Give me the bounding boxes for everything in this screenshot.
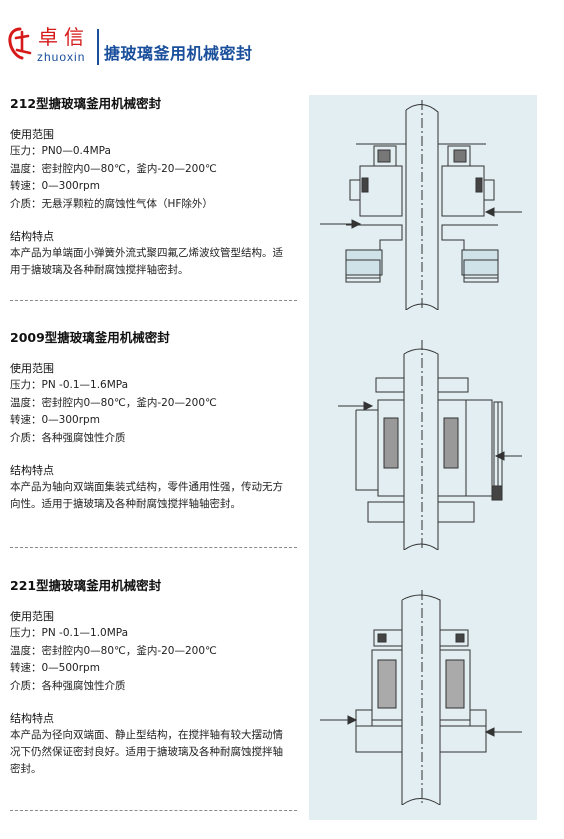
seal-diagram-212	[316, 100, 531, 310]
product-title: 212型搪玻璃釜用机械密封	[10, 96, 162, 111]
product-section-212: 212型搪玻璃釜用机械密封 使用范围 压力：PN0—0.4MPa 温度：密封腔内…	[10, 96, 310, 279]
usage-medium: 介质：无悬浮颗粒的腐蚀性气体（HF除外）	[10, 197, 213, 210]
feature-heading: 结构特点	[10, 464, 54, 477]
feature-text: 本产品为径向双端面、静止型结构，在搅拌轴有较大摆动情况下仍然保证密封良好。适用于…	[10, 729, 283, 775]
usage-speed: 转速：0—300rpm	[10, 414, 100, 426]
section-divider	[10, 810, 297, 811]
usage-temperature: 温度：密封腔内0—80℃，釜内-20—200℃	[10, 162, 217, 175]
feature-heading: 结构特点	[10, 230, 54, 243]
page-title: 搪玻璃釜用机械密封	[104, 44, 253, 63]
section-divider	[10, 300, 297, 301]
seal-diagram-221	[316, 590, 531, 805]
usage-temperature: 温度：密封腔内0—80℃，釜内-20—200℃	[10, 644, 217, 657]
usage-heading: 使用范围	[10, 610, 54, 623]
usage-speed: 转速：0—300rpm	[10, 180, 100, 192]
usage-pressure: 压力：PN -0.1—1.0MPa	[10, 627, 129, 639]
product-title: 221型搪玻璃釜用机械密封	[10, 578, 162, 593]
usage-medium: 介质：各种强腐蚀性介质	[10, 431, 126, 444]
header-divider	[97, 29, 99, 65]
usage-heading: 使用范围	[10, 362, 54, 375]
brand-name-cn: 卓信	[38, 25, 90, 49]
feature-text: 本产品为轴向双端面集装式结构，零件通用性强，传动无方向性。适用于搪玻璃及各种耐腐…	[10, 481, 283, 510]
usage-temperature: 温度：密封腔内0—80℃，釜内-20—200℃	[10, 396, 217, 409]
usage-medium: 介质：各种强腐蚀性介质	[10, 679, 126, 692]
usage-speed: 转速：0—500rpm	[10, 662, 100, 674]
usage-heading: 使用范围	[10, 128, 54, 141]
section-divider	[10, 547, 297, 548]
brand-name-en: zhuoxin	[37, 50, 86, 64]
seal-diagram-2009	[316, 340, 531, 550]
feature-heading: 结构特点	[10, 712, 54, 725]
usage-pressure: 压力：PN -0.1—1.6MPa	[10, 379, 129, 391]
zhuoxin-logo-icon	[8, 27, 32, 60]
usage-pressure: 压力：PN0—0.4MPa	[10, 145, 111, 157]
page-header: 卓信 zhuoxin 搪玻璃釜用机械密封	[0, 0, 564, 70]
product-section-221: 221型搪玻璃釜用机械密封 使用范围 压力：PN -0.1—1.0MPa 温度：…	[10, 578, 310, 778]
product-section-2009: 2009型搪玻璃釜用机械密封 使用范围 压力：PN -0.1—1.6MPa 温度…	[10, 330, 310, 513]
product-title: 2009型搪玻璃釜用机械密封	[10, 330, 170, 345]
feature-text: 本产品为单端面小弹簧外流式聚四氟乙烯波纹管型结构。适用于搪玻璃及各种耐腐蚀搅拌轴…	[10, 247, 283, 276]
